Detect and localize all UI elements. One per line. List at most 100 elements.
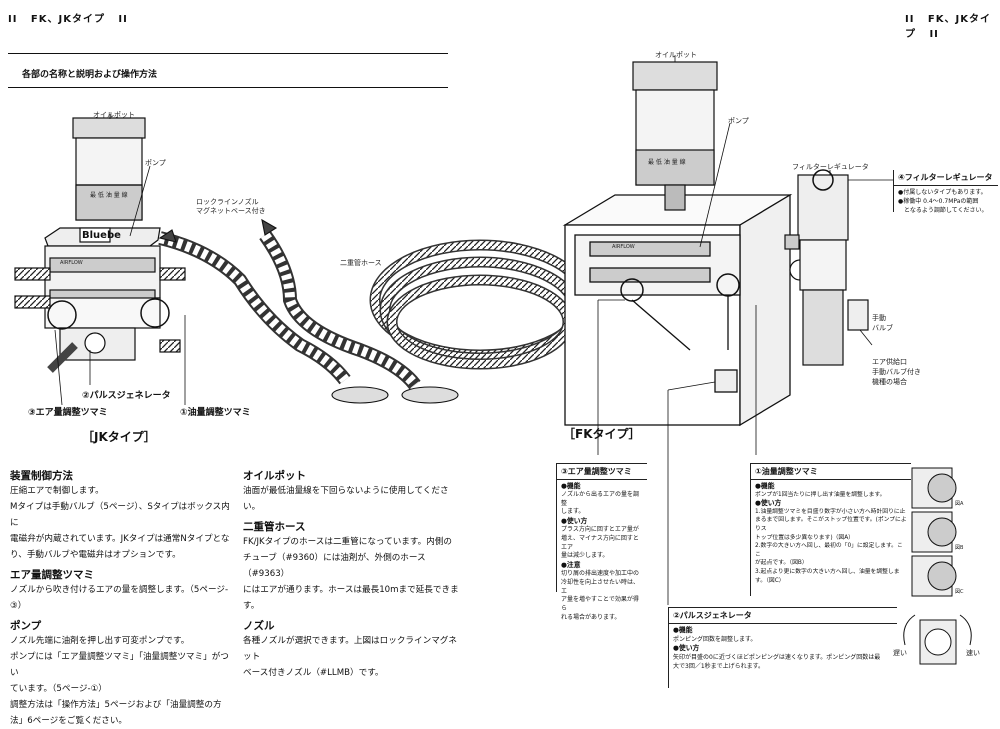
hose-line-2: チューブ（#9360）には油剤が、外側のホース（#9363） [243,553,426,579]
header-left-title: FK、JKタイプ [30,14,105,25]
fk-min-level-label: 最 低 油 量 線 [648,159,686,166]
oil-fig-b-label: 図B [955,545,964,551]
air-heading: エア量調整ツマミ [10,569,94,581]
fk-oil-pot [632,61,718,211]
jk-oil-knob-label: ①油量調整ツマミ [180,408,251,418]
oil-fig-a-label: 図A [955,501,964,507]
filter-box-title: ④フィルターレギュレータ [894,170,998,186]
control-line-3: 電磁弁が内蔵されています。JKタイプは通常Nタイプとな [10,534,230,544]
filter-regulator [784,169,869,366]
filter-line-2: ●稼働中 0.4〜0.7MPaの範囲 [898,198,979,205]
nozzle-heading: ノズル [243,620,275,632]
body-col-middle: オイルポット 油面が最低油量線を下回らないように使用してください。 二重管ホース… [243,468,463,681]
double-hose-coil [369,239,591,370]
air-use-2: 増え、マイナス方向に回すとエア [561,534,639,551]
air-supply-label: エア供給口 手動バルブ付き 機種の場合 [872,358,921,386]
header-right-mark-end: II [929,29,939,40]
header-left-mark-end: II [118,14,128,25]
oil-use-3: トップ位置は多少異なります)（図A） [755,534,854,541]
jk-oil-pot-label: オイルポット [93,111,135,119]
control-heading: 装置制御方法 [10,470,73,482]
oil-knob-figures [911,467,957,597]
air-line-1: ノズルから吹き付けるエアの量を調整します。（5ページ-③） [10,585,229,611]
nozzle-line-1: 各種ノズルが選択できます。上図はロックラインマグネット [243,636,457,662]
pulse-use-2: 大で3回／1秒まで上げられます。 [673,663,765,670]
leader-lines [54,56,893,605]
air-use-3: 量は減少します。 [561,552,609,560]
air-note-heading: ●注意 [561,561,581,570]
jk-pump-label: ポンプ [145,159,166,167]
oil-func-1: ポンプが1回当たりに押し出す油量を調整します。 [755,491,886,498]
jk-oil-pot [72,117,146,221]
filter-reg-label: フィルターレギュレータ [792,163,869,171]
oilpot-heading: オイルポット [243,470,306,482]
air-note-4: れる場合があります。 [561,613,621,621]
oil-use-2: まるまで回します。そこがストップ位置です。(ポンプによりス [755,517,907,532]
air-knob-box: ③エア量調整ツマミ ●機能 ノズルから出るエアの量を調整 します。 ●使い方 プ… [556,463,647,621]
pump-heading: ポンプ [10,620,42,632]
control-line-1: 圧縮エアで制御します。 [10,486,104,496]
header-left: II FK、JKタイプ II [8,10,128,25]
pulse-fast-label: 速い [966,649,980,657]
oil-use-4: 2.数字の大きい方へ回し、最初の「0」に設定します。ここ [755,543,903,558]
lockline-label: ロックラインノズル マグネットベース付き [196,198,266,215]
pump-line-5: 法」6ページをご覧ください。 [10,716,128,726]
air-func-heading: ●機能 [561,482,581,490]
lockline-nozzles [158,218,459,404]
jk-airflow-label: AIRFLOW [60,260,83,266]
filter-line-3: となるよう調節してください。 [898,207,988,214]
oil-box-title: ①油量調整ツマミ [751,464,911,480]
oil-knob-box: ①油量調整ツマミ ●機能 ポンプが1回当たりに押し出す油量を調整します。 ●使い… [750,463,911,596]
header-right-title: FK、JKタイプ [905,14,991,40]
header-right: II FK、JKタイプ II [905,10,1000,40]
air-use-heading: ●使い方 [561,517,588,526]
oil-use-6: 3.起点より更に数字の大きい方へ回し、油量を調整しま [755,568,900,575]
air-func-2: します。 [561,508,585,516]
manual-valve-label: 手動 バルブ [872,314,893,332]
pump-line-2: ポンプには「エア量調整ツマミ」「油量調整ツマミ」がつい [10,652,229,678]
air-box-title: ③エア量調整ツマミ [557,464,647,480]
air-note-3: ア量を増やすことで効果が得ら [561,596,639,613]
air-note-1: 切り屑の排出速度や加工中の [561,569,640,577]
jk-pump-block [14,227,186,373]
control-line-4: り、手動バルブや電磁弁はオプションです。 [10,550,181,560]
pulse-func-1: ポンピング回数を調整します。 [673,636,757,643]
pulse-func-heading: ●機能 [673,626,693,634]
jk-brand-label: Bluebe [82,230,121,241]
pump-line-4: 調整方法は「操作方法」5ページおよび「油量調整の方 [10,700,222,710]
hose-line-3: にはエアが通ります。ホースは最長10mまで延長できます。 [243,585,459,611]
pulse-slow-label: 遅い [893,649,907,657]
hose-line-1: FK/JKタイプのホースは二重管になっています。内側の [243,537,452,547]
pulse-box-title: ②パルスジェネレータ [669,608,897,624]
device-illustration [14,56,972,665]
body-col-left: 装置制御方法 圧縮エアで制御します。 Mタイプは手動バルブ（5ページ）、Sタイプ… [10,468,235,729]
fk-box [562,193,793,427]
pulse-dial [903,614,972,665]
oil-use-7: す。（図C） [755,577,785,584]
oil-use-heading: ●使い方 [755,499,782,508]
filter-regulator-box: ④フィルターレギュレータ ●付属しないタイプもあります。 ●稼働中 0.4〜0.… [893,170,998,214]
hose-heading: 二重管ホース [243,521,306,533]
jk-air-knob-label: ③エア量調整ツマミ [28,408,108,418]
section-title: 各部の名称と説明および操作方法 [22,70,158,80]
oil-func-heading: ●機能 [755,482,775,490]
pump-line-3: ています。（5ページ-①） [10,684,107,694]
pulse-use-1: 矢印が目盛の0に近づくほどポンピングは速くなります。ポンピング回数は最 [673,654,881,661]
air-use-1: プラス方向に回すとエア量が [561,525,639,533]
oil-use-1: 1.油量調整ツマミを目盛り数字が小さい方へ時計回りに止 [755,508,906,515]
oilpot-line-1: 油面が最低油量線を下回らないように使用してください。 [243,486,449,512]
air-note-2: 冷却性を向上させたい時は、エ [561,578,640,595]
jk-pulse-label: ②パルスジェネレータ [82,391,171,401]
fk-type-label: ［FKタイプ］ [563,427,641,441]
pulse-use-heading: ●使い方 [673,644,700,652]
control-line-2: Mタイプは手動バルブ（5ページ）、Sタイプはボックス内に [10,502,230,528]
section-rule-bottom [8,87,448,88]
header-right-mark: II [905,14,915,25]
pulse-generator-box: ②パルスジェネレータ ●機能 ポンピング回数を調整します。 ●使い方 矢印が目盛… [668,607,897,688]
pump-line-1: ノズル先端に油剤を押し出す可変ポンプです。 [10,636,190,646]
air-func-1: ノズルから出るエアの量を調整 [561,490,640,507]
nozzle-line-2: ベース付きノズル（#LLMB）です。 [243,668,384,678]
oil-use-5: が起点です。（図B） [755,560,808,567]
jk-min-level-label: 最 低 油 量 線 [90,192,128,199]
oil-fig-c-label: 図C [955,589,964,595]
